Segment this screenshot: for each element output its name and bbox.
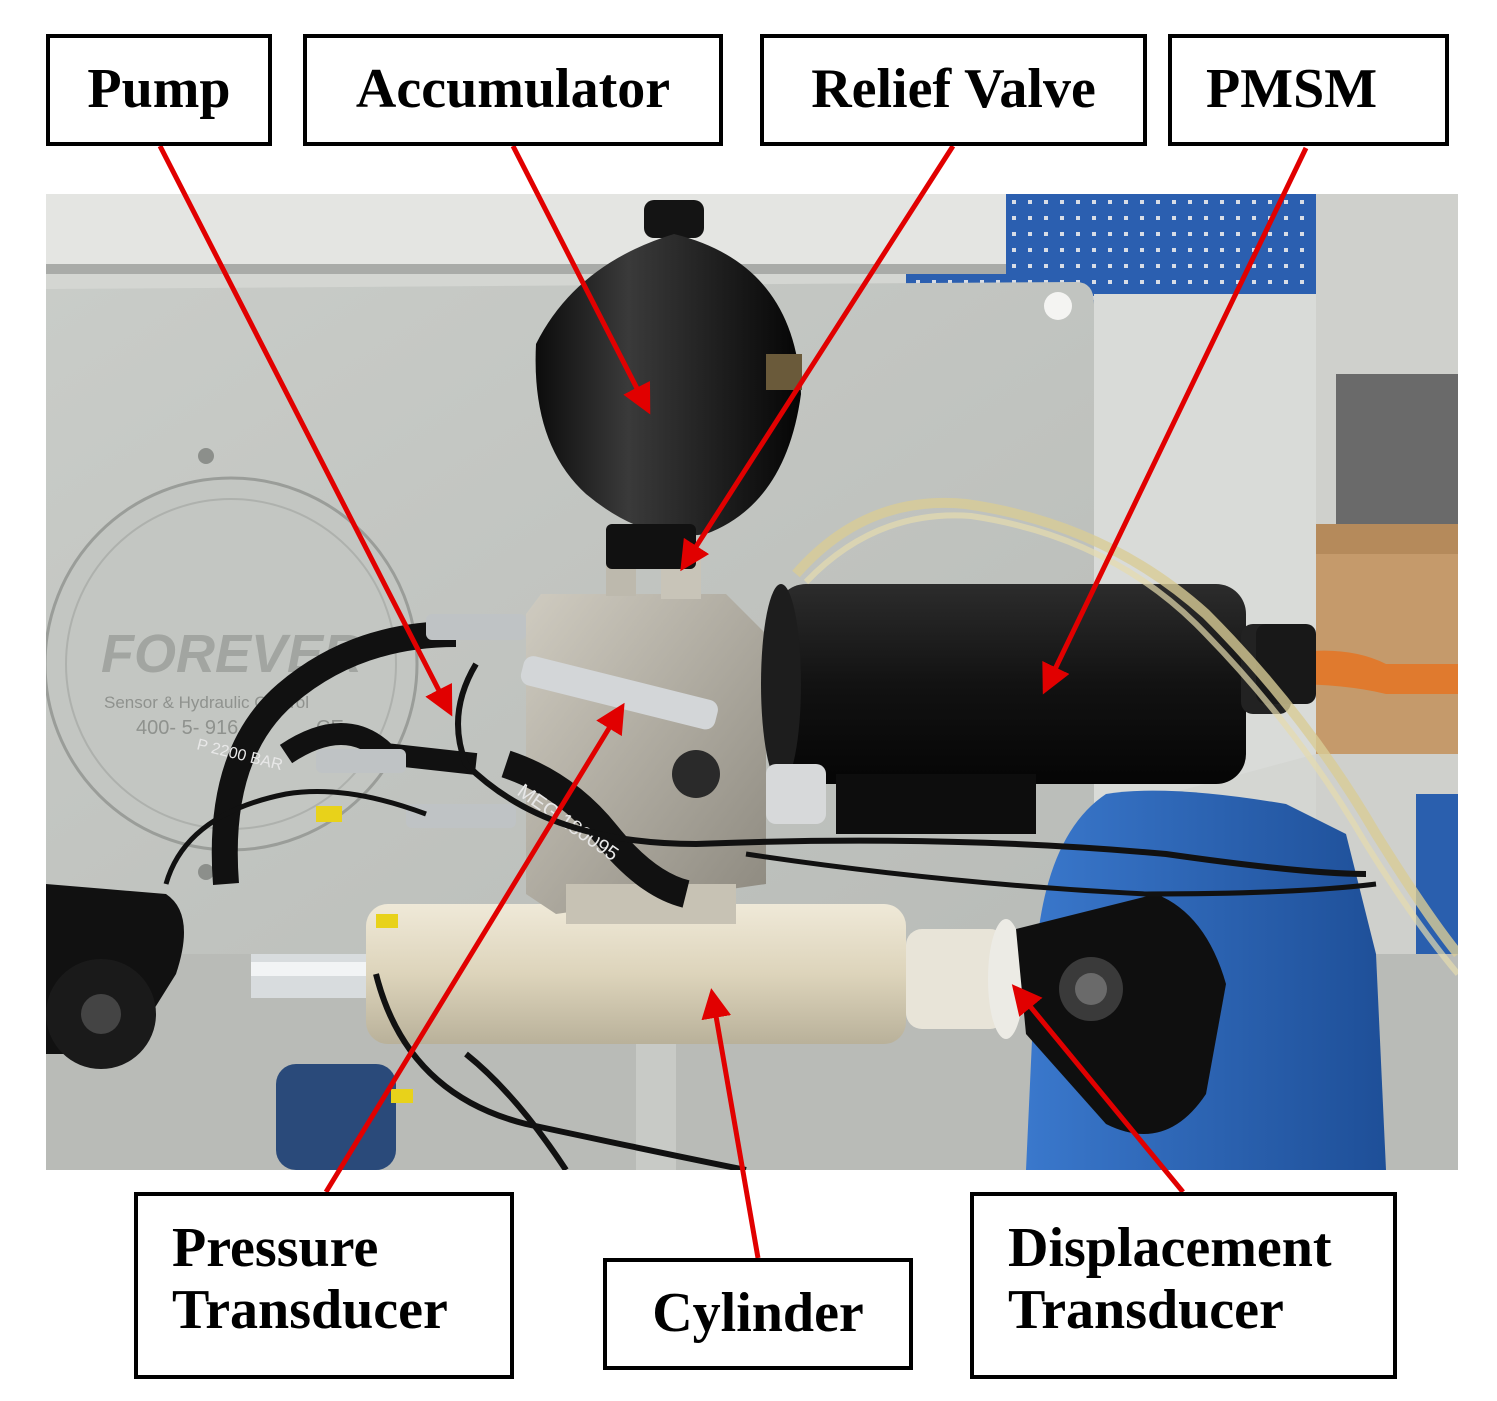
pmsm-label: PMSM <box>1206 58 1378 121</box>
pressure-transducer-label-line1: Pressure <box>172 1217 379 1279</box>
displacement-transducer-label-box: Displacement Transducer <box>970 1192 1397 1379</box>
cylinder-label: Cylinder <box>652 1282 864 1345</box>
phone-text: 400- 5- 916 <box>136 717 238 739</box>
test-rig-photo: FOREVER Sensor & Hydraulic Control 400- … <box>46 194 1458 1170</box>
accumulator-label: Accumulator <box>355 58 671 121</box>
displacement-transducer-label-line2: Transducer <box>1008 1278 1284 1341</box>
pump-label-box: Pump <box>46 34 272 146</box>
pmsm-label-box: PMSM <box>1168 34 1449 146</box>
accumulator-label-box: Accumulator <box>303 34 723 146</box>
cylinder-label-box: Cylinder <box>603 1258 913 1370</box>
relief-valve-label-box: Relief Valve <box>760 34 1147 146</box>
displacement-transducer-label-line1: Displacement <box>1008 1217 1332 1279</box>
pressure-transducer-label-box: Pressure Transducer <box>134 1192 514 1379</box>
pressure-transducer-label-line2: Transducer <box>172 1278 448 1341</box>
relief-valve-label: Relief Valve <box>811 58 1096 121</box>
pump-label: Pump <box>87 58 231 121</box>
